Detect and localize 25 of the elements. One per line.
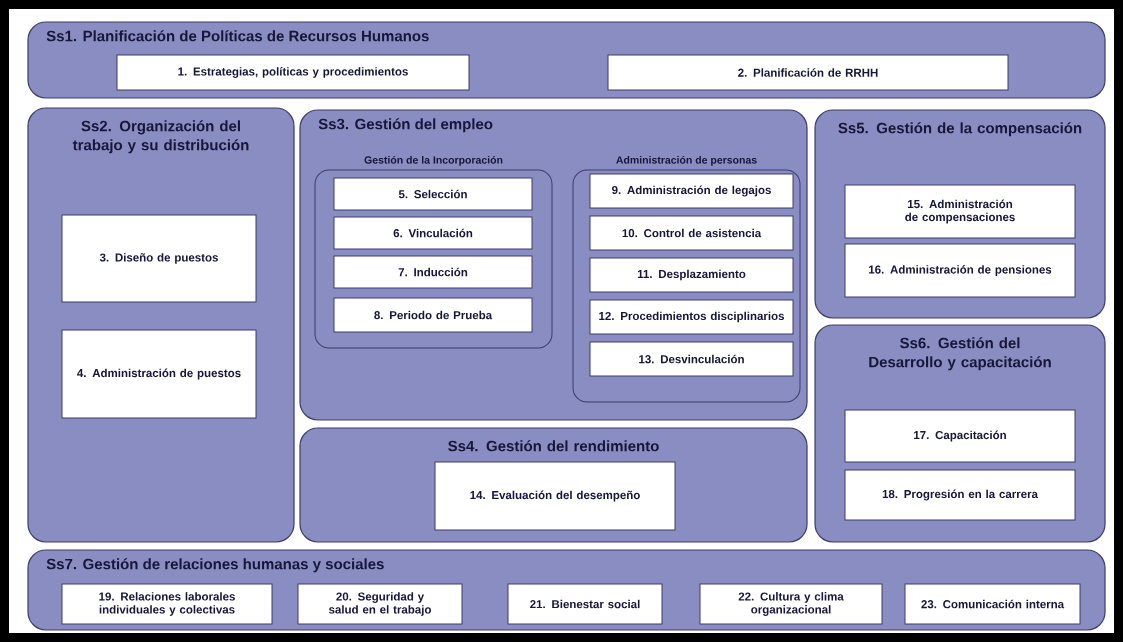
process-box: 7. Inducción: [333, 255, 533, 289]
process-box: 5. Selección: [333, 177, 533, 211]
process-box: 8. Periodo de Prueba: [333, 297, 533, 333]
node-label: Administración de personas: [616, 155, 757, 166]
process-box: 21. Bienestar social: [507, 583, 663, 625]
process-box: 4. Administración de puestos: [61, 329, 257, 419]
process-box: 3. Diseño de puestos: [61, 214, 257, 303]
process-box: 19. Relaciones laborales individuales y colectivas: [61, 583, 273, 625]
process-box: 10. Control de asistencia: [589, 215, 794, 251]
process-box: 1. Estrategias, políticas y procedimientos: [116, 54, 470, 91]
process-box: 17. Capacitación: [844, 409, 1076, 463]
process-box: 6. Vinculación: [333, 216, 533, 250]
process-box: 9. Administración de legajos: [589, 173, 794, 209]
process-box: 15. Administración de compensaciones: [844, 184, 1076, 239]
process-box: 11. Desplazamiento: [589, 257, 794, 293]
process-box: 16. Administración de pensiones: [844, 243, 1076, 298]
process-box: 18. Progresión en la carrera: [844, 469, 1076, 521]
process-box: 14. Evaluación del desempeño: [434, 461, 676, 531]
process-box: 23. Comunicación interna: [904, 583, 1081, 625]
process-box: 22. Cultura y clima organizacional: [699, 583, 883, 625]
process-box: 12. Procedimientos disciplinarios: [589, 299, 794, 335]
process-box: 20. Seguridad y salud en el trabajo: [297, 583, 463, 625]
node-label: Gestión de la Incorporación: [364, 155, 503, 166]
process-box: 13. Desvinculación: [589, 341, 794, 377]
process-box: 2. Planificación de RRHH: [607, 54, 1009, 91]
